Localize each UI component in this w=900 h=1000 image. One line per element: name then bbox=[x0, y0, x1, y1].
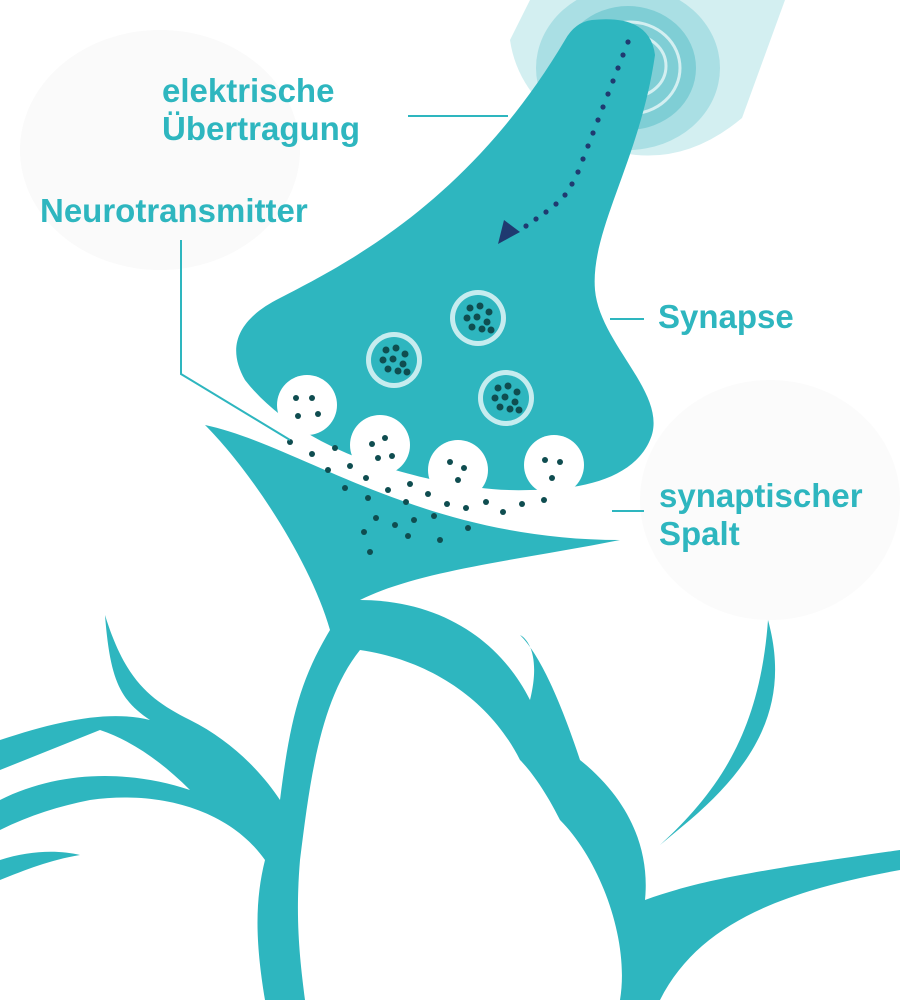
signal-arrow bbox=[498, 39, 631, 244]
label-neurotransmitter: Neurotransmitter bbox=[40, 192, 308, 229]
leader-lines bbox=[180, 115, 644, 512]
dendrite bbox=[0, 425, 900, 1000]
label-synaptic-cleft-line1: synaptischer bbox=[659, 477, 863, 514]
label-electric-transmission: elektrische Übertragung bbox=[162, 72, 360, 148]
release-vesicles bbox=[277, 375, 584, 500]
leader-line-neurotransmitter bbox=[180, 240, 291, 441]
background-blob bbox=[20, 30, 300, 270]
released-neurotransmitters bbox=[287, 395, 563, 555]
label-electric-transmission-line2: Übertragung bbox=[162, 110, 360, 147]
label-synaptic-cleft: synaptischer Spalt bbox=[659, 477, 863, 553]
label-synaptic-cleft-line2: Spalt bbox=[659, 515, 740, 552]
label-synapse: Synapse bbox=[658, 298, 794, 335]
dendrite-branch bbox=[0, 851, 80, 880]
neurotransmitter-vesicles bbox=[366, 290, 534, 426]
background-blob bbox=[640, 380, 900, 620]
presynaptic-terminal bbox=[236, 19, 656, 491]
dendrite-branch bbox=[660, 620, 776, 845]
label-electric-transmission-line1: elektrische bbox=[162, 72, 335, 109]
